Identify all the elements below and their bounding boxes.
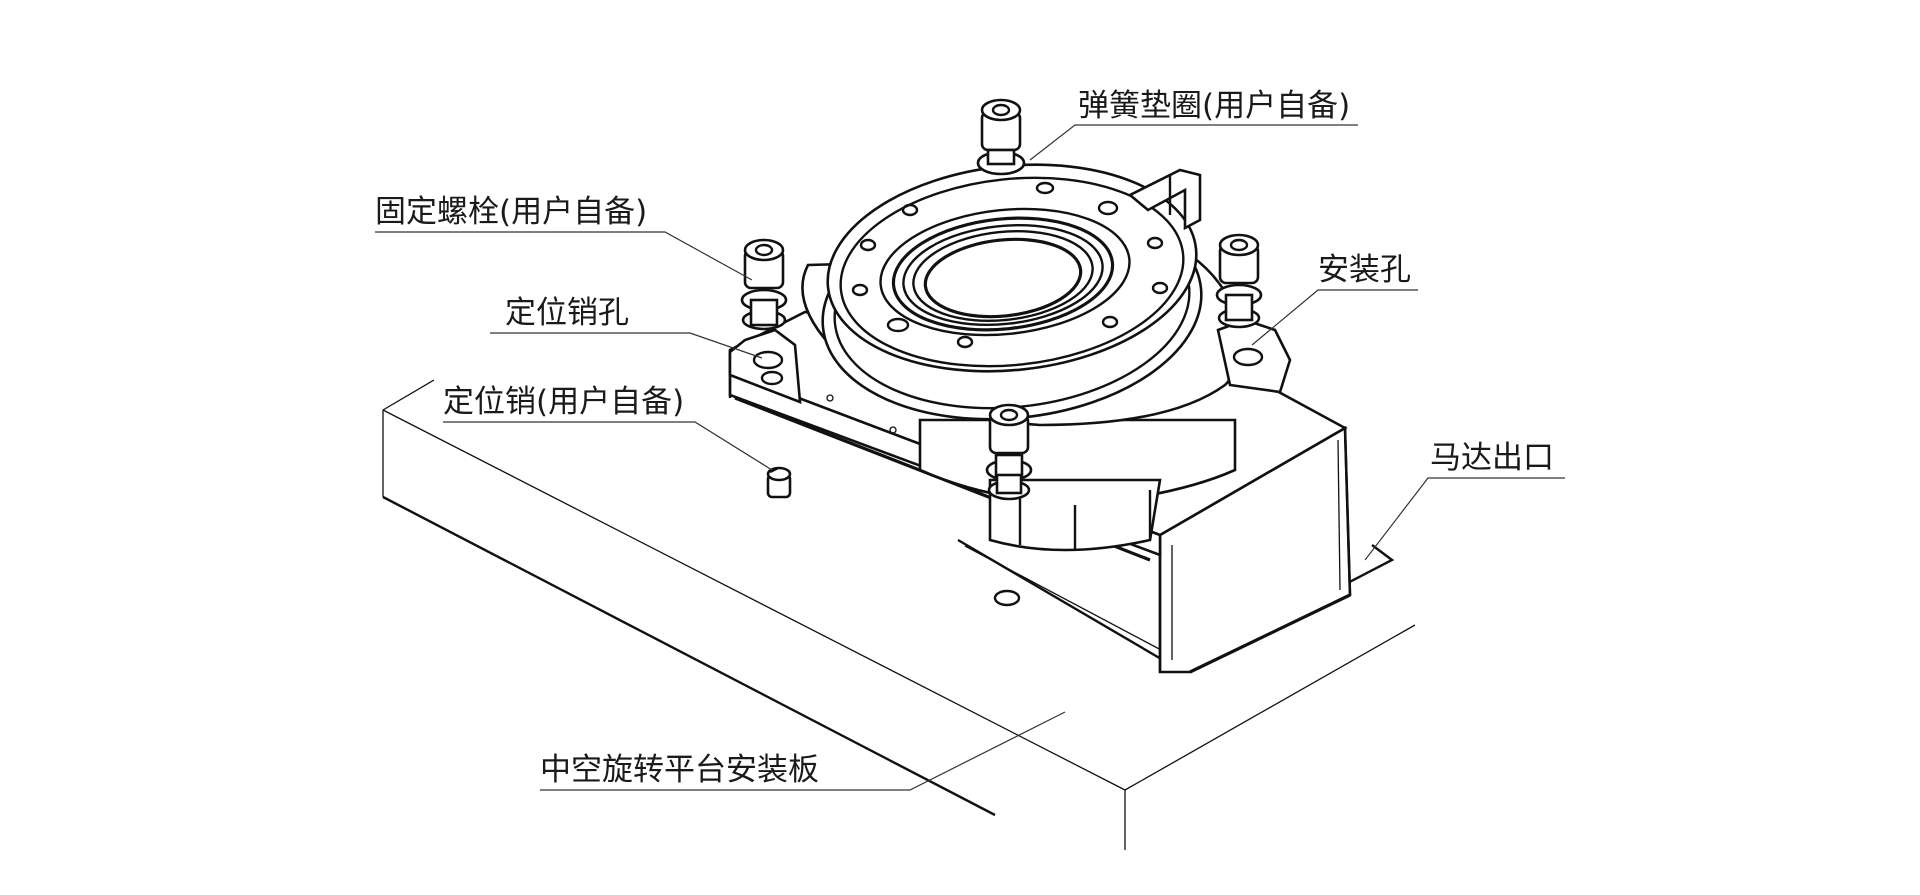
leader-mounting-plate <box>540 711 1066 791</box>
leader-mounting-hole <box>1251 289 1418 346</box>
callout-labels: 弹簧垫圈(用户自备) 固定螺栓(用户自备) 安装孔 定位销孔 定位销(用户自备)… <box>375 88 1554 788</box>
label-spring-washer: 弹簧垫圈(用户自备) <box>1078 88 1350 124</box>
flange-holes <box>851 181 1169 349</box>
plate-hole <box>993 589 1021 607</box>
label-mounting-plate: 中空旋转平台安装板 <box>540 752 819 788</box>
center-bore <box>923 237 1083 319</box>
locating-pin <box>766 466 792 499</box>
locating-pin-hole <box>752 350 784 370</box>
left-ear <box>728 328 897 434</box>
leader-spring-washer <box>1029 124 1358 161</box>
label-fixing-bolt: 固定螺栓(用户自备) <box>375 194 647 230</box>
leader-fixing-bolt <box>375 231 753 281</box>
bolt-left <box>740 238 788 331</box>
label-locating-pin: 定位销(用户自备) <box>443 384 684 420</box>
back-bracket <box>1127 168 1202 231</box>
leader-lines <box>375 124 1565 791</box>
motor-housing <box>1158 425 1352 674</box>
bolt-top <box>976 98 1026 176</box>
leader-locating-pin <box>443 421 773 471</box>
mounting-hole <box>1232 347 1264 367</box>
bolt-right <box>1215 233 1263 329</box>
bolt-front <box>985 403 1033 501</box>
leader-locating-pin-hole <box>490 332 763 359</box>
right-ear <box>1216 318 1292 394</box>
leader-motor-outlet <box>1364 477 1565 561</box>
label-locating-pin-hole: 定位销孔 <box>505 295 629 331</box>
mounting-plate <box>382 379 1416 850</box>
label-motor-outlet: 马达出口 <box>1430 440 1554 476</box>
label-mounting-hole: 安装孔 <box>1318 252 1411 288</box>
